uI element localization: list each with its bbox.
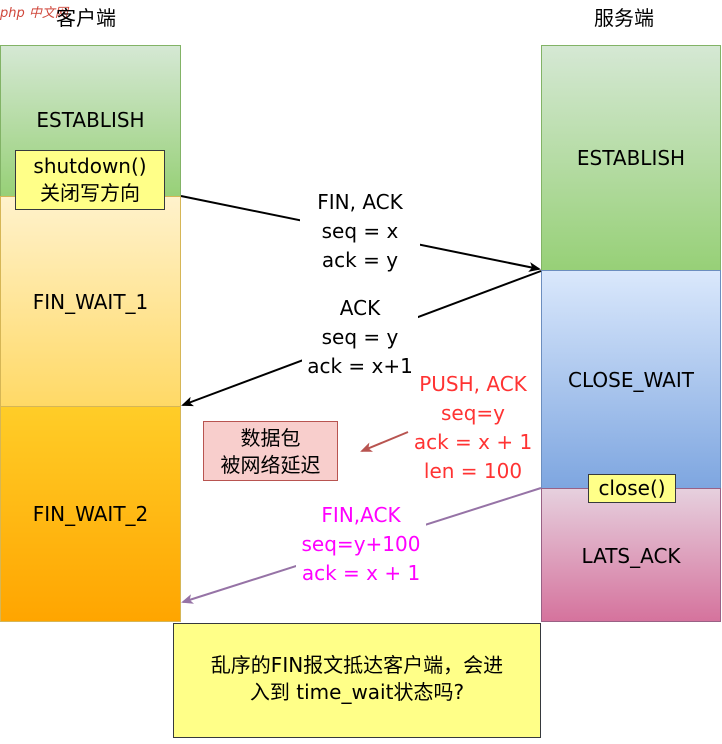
push-ack-line-1: PUSH, ACK: [419, 372, 527, 396]
fin-ack-2-line-1: FIN,ACK: [321, 503, 401, 527]
server-state-establish-label: ESTABLISH: [576, 146, 686, 170]
server-state-close-wait-label: CLOSE_WAIT: [568, 367, 694, 392]
ack-1-line-3: ack = x+1: [307, 354, 413, 378]
shutdown-note-line-1: shutdown(): [33, 154, 147, 178]
fin-ack-2-line-2: seq=y+100: [301, 532, 421, 556]
client-state-establish-label: ESTABLISH: [36, 108, 145, 132]
server-state-last-ack: LATS_ACK: [541, 488, 721, 622]
fin-ack-1-line-2: seq = x: [321, 219, 399, 243]
ack-1-line-2: seq = y: [321, 325, 399, 349]
close-note-label: close(): [598, 476, 666, 500]
client-state-fin-wait-2: FIN_WAIT_2: [0, 406, 181, 622]
fin-ack-2-line-3: ack = x + 1: [301, 561, 421, 585]
server-state-close-wait: CLOSE_WAIT: [541, 270, 721, 488]
watermark-logo: php 中文网: [0, 2, 68, 21]
delayed-packet-note: 数据包 被网络延迟: [203, 421, 338, 481]
fin-ack-1-line-3: ack = y: [321, 248, 399, 272]
shutdown-note-line-2: 关闭写方向: [40, 181, 140, 205]
shutdown-note: shutdown() 关闭写方向: [15, 150, 165, 210]
server-state-establish: ESTABLISH: [541, 45, 721, 270]
push-ack-line-3: ack = x + 1: [413, 430, 533, 454]
push-ack-label: PUSH, ACK seq=y ack = x + 1 len = 100: [405, 370, 541, 486]
client-state-fin-wait-1-label: FIN_WAIT_1: [32, 289, 149, 314]
watermark-text: php 中文网: [0, 6, 68, 21]
client-state-fin-wait-2-label: FIN_WAIT_2: [32, 502, 149, 526]
server-header: 服务端: [594, 6, 654, 30]
fin-ack-2-label: FIN,ACK seq=y+100 ack = x + 1: [296, 501, 426, 588]
client-state-fin-wait-1: FIN_WAIT_1: [0, 196, 181, 406]
question-line-1: 乱序的FIN报文抵达客户端，会进: [210, 653, 504, 677]
push-ack-delayed-arrow: [360, 431, 409, 452]
fin-ack-1-label: FIN, ACK seq = x ack = y: [300, 188, 420, 275]
delayed-packet-line-1: 数据包: [240, 426, 301, 450]
question-note: 乱序的FIN报文抵达客户端，会进 入到 time_wait状态吗?: [173, 623, 541, 738]
ack-1-line-1: ACK: [339, 296, 381, 320]
question-line-2: 入到 time_wait状态吗?: [249, 680, 465, 704]
server-state-last-ack-label: LATS_ACK: [581, 544, 681, 568]
delayed-packet-line-2: 被网络延迟: [220, 453, 321, 477]
ack-1-label: ACK seq = y ack = x+1: [302, 294, 418, 381]
push-ack-line-4: len = 100: [423, 459, 523, 483]
close-note: close(): [588, 474, 676, 503]
push-ack-line-2: seq=y: [440, 401, 505, 425]
client-header: 客户端: [56, 6, 116, 30]
fin-ack-1-line-1: FIN, ACK: [317, 190, 403, 214]
